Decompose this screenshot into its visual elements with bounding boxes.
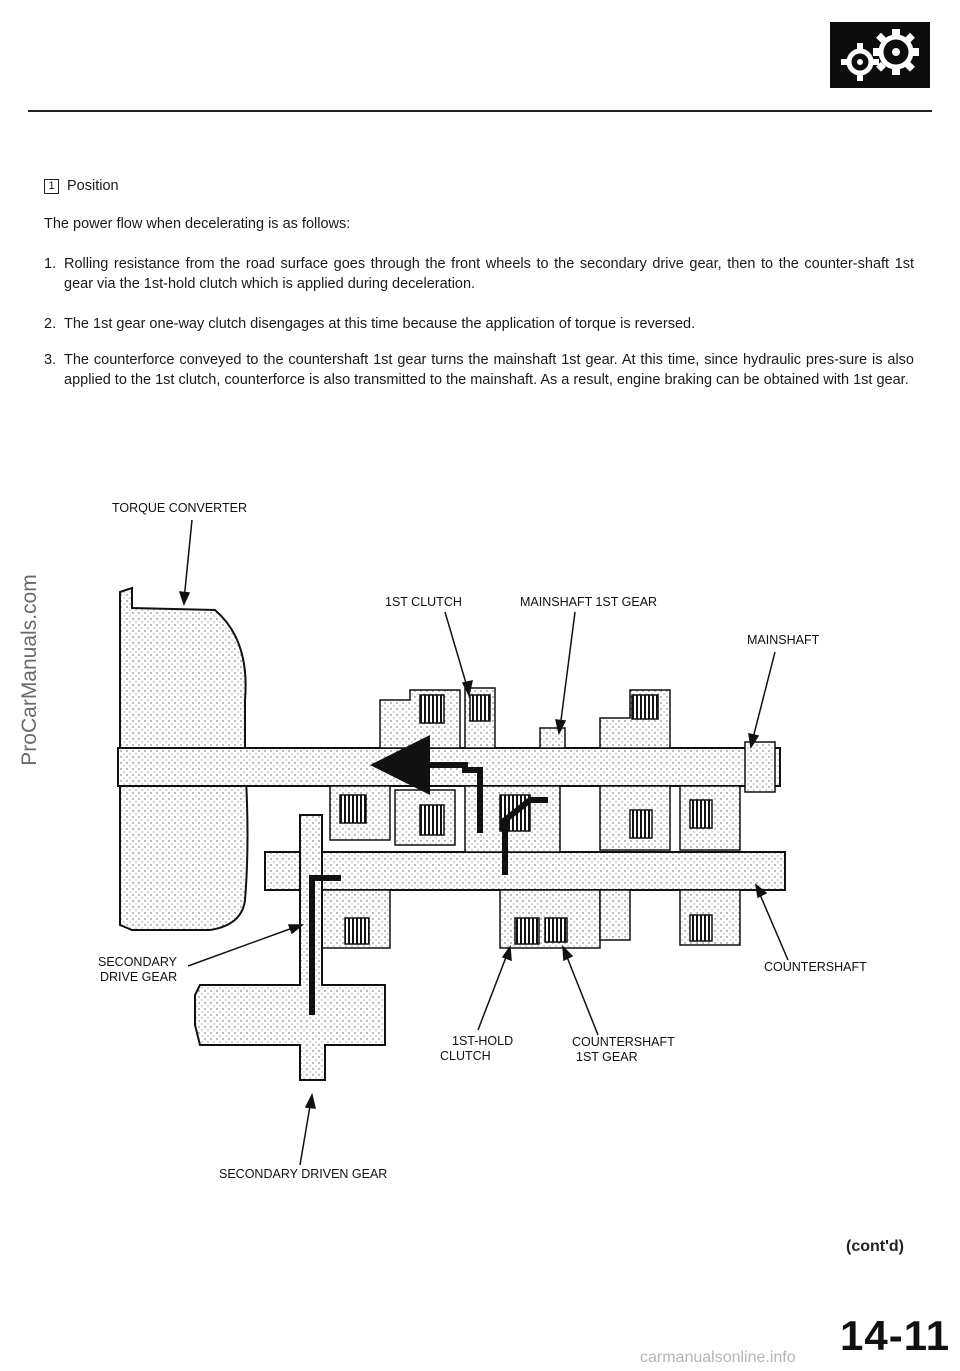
intro-text: The power flow when decelerating is as f… xyxy=(44,216,351,232)
label-1st-clutch: 1ST CLUTCH xyxy=(385,595,462,609)
label-secondary-driven-gear: SECONDARY DRIVEN GEAR xyxy=(219,1167,387,1181)
position-heading: 1 Position xyxy=(44,178,119,194)
label-mainshaft: MAINSHAFT xyxy=(747,633,820,647)
label-1st-hold-clutch-1: 1ST-HOLD xyxy=(452,1034,513,1048)
continued-note: (cont'd) xyxy=(846,1238,905,1255)
countershaft-body xyxy=(264,851,786,891)
position-marker: 1 xyxy=(44,178,59,194)
label-torque-converter: TORQUE CONVERTER xyxy=(112,501,247,515)
label-secondary-drive-gear-1: SECONDARY xyxy=(98,955,178,969)
step-number: 1. xyxy=(44,256,57,272)
step-1: 1. Rolling resistance from the road surf… xyxy=(44,254,914,294)
step-text: The 1st gear one-way clutch disengages a… xyxy=(64,316,696,332)
step-number: 2. xyxy=(44,316,57,332)
step-2: 2. The 1st gear one-way clutch disengage… xyxy=(44,314,914,334)
step-number: 3. xyxy=(44,352,57,368)
transmission-diagram: TORQUE CONVERTER 1ST CLUTCH MAINSHAFT 1S… xyxy=(98,501,867,1181)
position-label: Position xyxy=(67,178,119,194)
header-rule xyxy=(28,110,932,112)
gear-logo-icon xyxy=(830,22,930,88)
page-number: 14-11 xyxy=(840,1312,951,1359)
label-secondary-drive-gear-2: DRIVE GEAR xyxy=(100,970,177,984)
label-countershaft: COUNTERSHAFT xyxy=(764,960,867,974)
step-text: Rolling resistance from the road surface… xyxy=(64,256,914,292)
secondary-gear-assembly xyxy=(194,814,386,1081)
step-3: 3. The counterforce conveyed to the coun… xyxy=(44,350,914,390)
label-1st-hold-clutch-2: CLUTCH xyxy=(440,1049,491,1063)
label-mainshaft-1st-gear: MAINSHAFT 1ST GEAR xyxy=(520,595,657,609)
step-text: The counterforce conveyed to the counter… xyxy=(64,352,914,388)
label-countershaft-1st-gear-1: COUNTERSHAFT xyxy=(572,1035,675,1049)
footer-watermark: carmanualsonline.info xyxy=(640,1349,796,1366)
label-countershaft-1st-gear-2: 1ST GEAR xyxy=(576,1050,638,1064)
